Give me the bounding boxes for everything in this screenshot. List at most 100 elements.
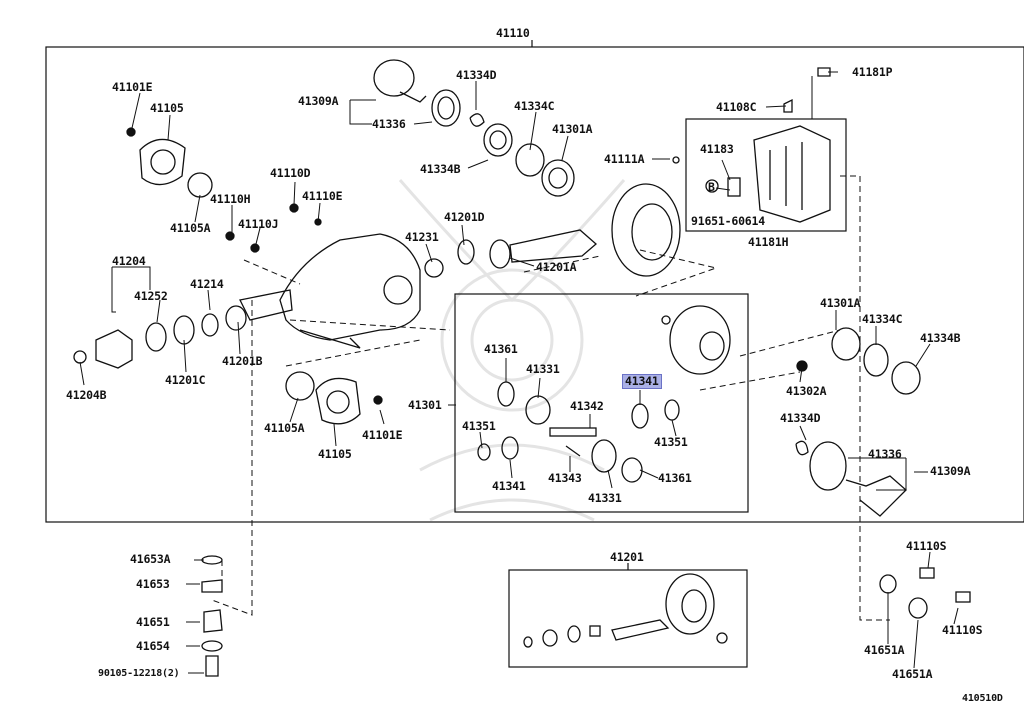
side-gear-a	[525, 395, 551, 425]
label-41252[interactable]: 41252	[134, 289, 168, 303]
label-41108c[interactable]: 41108C	[716, 100, 757, 114]
label-90105-12218[interactable]: 90105-12218(2)	[98, 667, 180, 680]
label-41653a[interactable]: 41653A	[130, 552, 171, 566]
label-41204b[interactable]: 41204B	[66, 388, 107, 402]
label-90105-qty: (2)	[162, 668, 180, 679]
differential-case	[669, 305, 731, 375]
bushing-b	[908, 597, 928, 619]
parts-art	[73, 59, 971, 677]
pinion-shaft	[549, 427, 597, 437]
collar	[424, 258, 444, 278]
label-41101e-top[interactable]: 41101E	[112, 80, 153, 94]
label-41105-top[interactable]: 41105	[150, 101, 184, 115]
label-41334b-top[interactable]: 41334B	[420, 162, 461, 176]
bushing-a	[879, 574, 897, 594]
label-41653[interactable]: 41653	[136, 577, 170, 591]
bearing-right	[831, 327, 861, 361]
label-41336-top[interactable]: 41336	[372, 117, 406, 131]
washer	[201, 555, 223, 565]
label-41309a-top[interactable]: 41309A	[298, 94, 339, 108]
label-41351-a[interactable]: 41351	[462, 419, 496, 433]
label-41334d-right[interactable]: 41334D	[780, 411, 821, 425]
label-41201c[interactable]: 41201C	[165, 373, 206, 387]
label-main-assembly[interactable]: 41110	[496, 26, 530, 40]
bearing-top	[541, 159, 575, 197]
ring-gear	[611, 183, 681, 277]
drive-pinion	[509, 229, 597, 263]
label-41341-highlighted[interactable]: 41341	[622, 374, 662, 389]
label-41331-b[interactable]: 41331	[588, 491, 622, 505]
label-90105-part: 90105-12218	[98, 668, 163, 679]
label-bolt-b[interactable]: B	[708, 180, 715, 194]
bolt-41110s-b	[955, 591, 971, 603]
o-ring-bottom	[285, 371, 315, 401]
o-ring-top	[187, 172, 213, 198]
oil-seal-front	[145, 322, 167, 352]
label-41201-kit[interactable]: 41201	[610, 550, 644, 564]
label-41651[interactable]: 41651	[136, 615, 170, 629]
diagram-code: 410510D	[962, 693, 1003, 704]
label-41181p[interactable]: 41181P	[852, 65, 893, 79]
bolt-41110s-a	[919, 567, 935, 579]
label-91651-60614[interactable]: 91651-60614	[691, 214, 765, 228]
label-41204[interactable]: 41204	[112, 254, 146, 268]
label-41302a[interactable]: 41302A	[786, 384, 827, 398]
side-gear-shaft-right	[809, 441, 847, 491]
main-assembly-frame	[45, 46, 1024, 523]
differential-cover	[753, 125, 831, 223]
companion-flange	[95, 329, 133, 369]
label-41336-right[interactable]: 41336	[868, 447, 902, 461]
label-41301a-top[interactable]: 41301A	[552, 122, 593, 136]
label-41231[interactable]: 41231	[405, 230, 439, 244]
side-gear-b	[591, 439, 617, 473]
label-41651a-a[interactable]: 41651A	[864, 643, 905, 657]
label-41334c-top[interactable]: 41334C	[514, 99, 555, 113]
label-41361-b[interactable]: 41361	[658, 471, 692, 485]
side-bearing-retainer-bottom	[315, 377, 361, 425]
label-41361-a[interactable]: 41361	[484, 342, 518, 356]
label-41334b-right[interactable]: 41334B	[920, 331, 961, 345]
label-41343[interactable]: 41343	[548, 471, 582, 485]
label-41301[interactable]: 41301	[408, 398, 442, 412]
spacer	[457, 239, 475, 265]
label-41105a-bottom[interactable]: 41105A	[264, 421, 305, 435]
shim-top	[515, 143, 545, 177]
pinion-gear-highlight	[631, 403, 649, 429]
label-41342[interactable]: 41342	[570, 399, 604, 413]
label-41331-a[interactable]: 41331	[526, 362, 560, 376]
cushion-lower	[203, 609, 223, 633]
label-41201a[interactable]: 41201A	[536, 260, 577, 274]
label-41105a-top[interactable]: 41105A	[170, 221, 211, 235]
label-41101e-bottom[interactable]: 41101E	[362, 428, 403, 442]
side-bearing-retainer-top	[139, 138, 186, 186]
thrust-washer-b	[621, 457, 643, 483]
label-41651a-b[interactable]: 41651A	[892, 667, 933, 681]
label-41110d[interactable]: 41110D	[270, 166, 311, 180]
label-41214[interactable]: 41214	[190, 277, 224, 291]
label-41181h[interactable]: 41181H	[748, 235, 789, 249]
label-41201d[interactable]: 41201D	[444, 210, 485, 224]
label-41111a[interactable]: 41111A	[604, 152, 645, 166]
label-41110j[interactable]: 41110J	[238, 217, 279, 231]
label-41334c-right[interactable]: 41334C	[862, 312, 903, 326]
differential-case-frame	[454, 293, 749, 513]
label-41341-b[interactable]: 41341	[492, 479, 526, 493]
label-41351-b[interactable]: 41351	[654, 435, 688, 449]
differential-carrier	[279, 233, 421, 341]
label-41183[interactable]: 41183	[700, 142, 734, 156]
label-41309a-right[interactable]: 41309A	[930, 464, 971, 478]
label-41110e[interactable]: 41110E	[302, 189, 343, 203]
cover-frame	[685, 118, 847, 232]
oil-seal-top	[431, 89, 461, 127]
label-41105-bottom[interactable]: 41105	[318, 447, 352, 461]
label-41201b[interactable]: 41201B	[222, 354, 263, 368]
label-41654[interactable]: 41654	[136, 639, 170, 653]
label-41110s-a[interactable]: 41110S	[906, 539, 947, 553]
label-41110h[interactable]: 41110H	[210, 192, 251, 206]
label-41301a-right[interactable]: 41301A	[820, 296, 861, 310]
label-41334d-top[interactable]: 41334D	[456, 68, 497, 82]
side-gear-shaft-top	[373, 59, 415, 97]
leader-lines	[79, 71, 959, 674]
label-41110s-b[interactable]: 41110S	[942, 623, 983, 637]
